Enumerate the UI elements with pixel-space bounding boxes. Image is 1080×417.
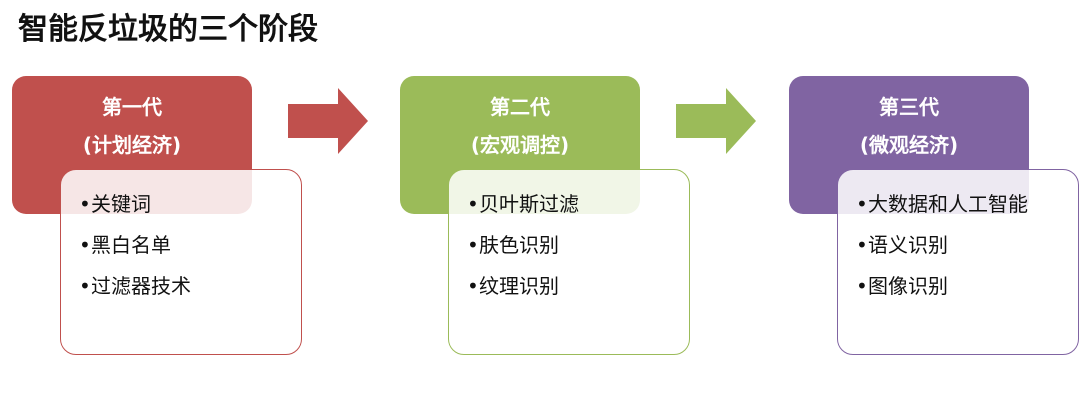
list-item: •肤色识别: [467, 225, 689, 266]
list-item-label: 图像识别: [868, 274, 948, 298]
list-item-label: 黑白名单: [91, 233, 171, 257]
list-item: •大数据和人工智能: [856, 184, 1078, 225]
stage-1-list: •关键词 •黑白名单 •过滤器技术: [60, 169, 302, 355]
bullet-icon: •: [856, 233, 868, 257]
stage-2-subtitle: (宏观调控): [470, 133, 570, 157]
arrow-right-icon: [676, 88, 756, 154]
stage-3-list: •大数据和人工智能 •语义识别 •图像识别: [837, 169, 1079, 355]
bullet-icon: •: [467, 274, 479, 298]
bullet-icon: •: [79, 233, 91, 257]
list-item-label: 过滤器技术: [91, 274, 191, 298]
arrow-right-icon: [288, 88, 368, 154]
list-item-label: 肤色识别: [479, 233, 559, 257]
bullet-icon: •: [79, 192, 91, 216]
list-item-label: 大数据和人工智能: [868, 192, 1028, 216]
bullet-icon: •: [856, 274, 868, 298]
bullet-icon: •: [856, 192, 868, 216]
stage-3-generation: 第三代: [879, 95, 939, 119]
list-item-label: 语义识别: [868, 233, 948, 257]
bullet-icon: •: [467, 233, 479, 257]
stage-3-header: 第三代 (微观经济): [789, 76, 1029, 214]
list-item: •过滤器技术: [79, 266, 301, 307]
list-item: •关键词: [79, 184, 301, 225]
list-item: •语义识别: [856, 225, 1078, 266]
list-item-label: 贝叶斯过滤: [479, 192, 579, 216]
stage-2-list: •贝叶斯过滤 •肤色识别 •纹理识别: [448, 169, 690, 355]
stage-2-generation: 第二代: [490, 95, 550, 119]
stage-1-subtitle: (计划经济): [82, 133, 182, 157]
stage-3-subtitle: (微观经济): [859, 133, 959, 157]
bullet-icon: •: [79, 274, 91, 298]
stage-1-generation: 第一代: [102, 95, 162, 119]
list-item: •贝叶斯过滤: [467, 184, 689, 225]
list-item-label: 关键词: [91, 192, 151, 216]
list-item: •黑白名单: [79, 225, 301, 266]
list-item: •纹理识别: [467, 266, 689, 307]
list-item-label: 纹理识别: [479, 274, 559, 298]
page-title: 智能反垃圾的三个阶段: [18, 12, 318, 47]
list-item: •图像识别: [856, 266, 1078, 307]
bullet-icon: •: [467, 192, 479, 216]
